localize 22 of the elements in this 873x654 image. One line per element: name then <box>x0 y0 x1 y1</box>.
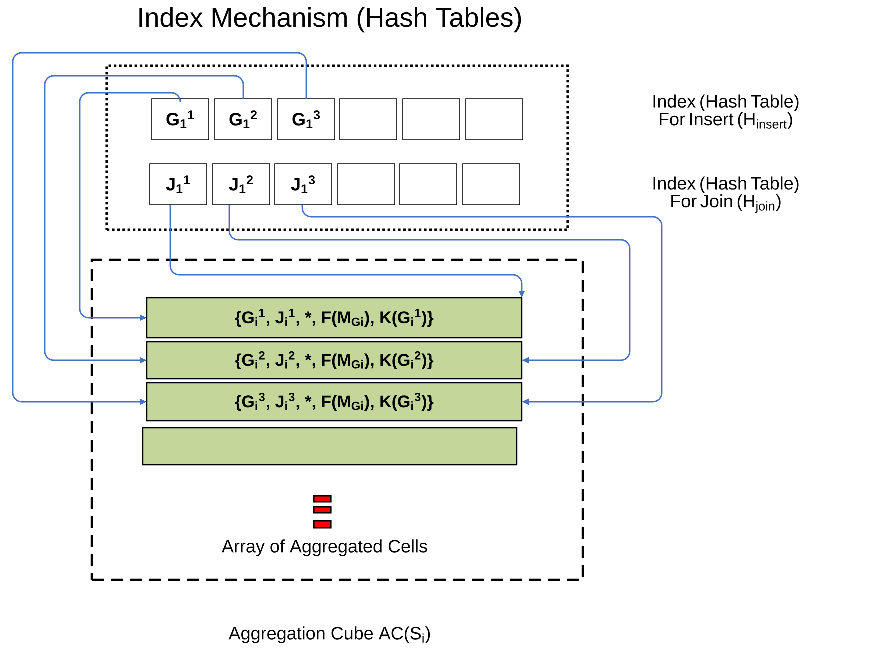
cube-caption: Aggregation Cube AC(S$_{i}$) <box>228 626 430 644</box>
hash-slot: J$_{1}$1 <box>150 164 208 206</box>
hash-slot: G$_{1}$3 <box>278 98 336 140</box>
hash-slot: G$_{1}$1 <box>152 98 210 140</box>
empty-slot <box>338 164 396 206</box>
title: Index Mechanism (Hash Tables) <box>140 7 522 33</box>
hash-slot: J$_{1}$3 <box>274 164 332 206</box>
empty-slot <box>400 164 458 206</box>
connector-arrow <box>228 205 631 364</box>
empty-row <box>142 427 518 466</box>
empty-slot <box>340 98 398 140</box>
index-label: Index (Hash Table) For Join (H$_{join}$) <box>654 176 799 214</box>
cell-row: {G$_{i}$$^{1}$, J$_{i}$$^{1}$, *, F(M$_{Gi}$), K(G$_{i}$$^{1}$)} <box>146 297 523 339</box>
cell-row: {G$_{i}$$^{3}$, J$_{i}$$^{3}$, *, F(M$_{Gi}$), K(G$_{i}$$^{3}$)} <box>146 382 523 422</box>
empty-slot <box>462 164 520 206</box>
cell-row: {G$_{i}$$^{2}$, J$_{i}$$^{2}$, *, F(M$_{Gi}$), K(G$_{i}$$^{2}$)} <box>146 341 523 380</box>
empty-slot <box>466 98 524 140</box>
hash-slot: G$_{1}$2 <box>214 98 272 140</box>
empty-slot <box>402 98 460 140</box>
array-caption: Array of Aggregated Cells <box>222 540 428 556</box>
hash-slot: J$_{1}$2 <box>212 164 270 206</box>
index-label: Index (Hash Table) For Insert (H$_{insert}$) <box>654 94 799 130</box>
